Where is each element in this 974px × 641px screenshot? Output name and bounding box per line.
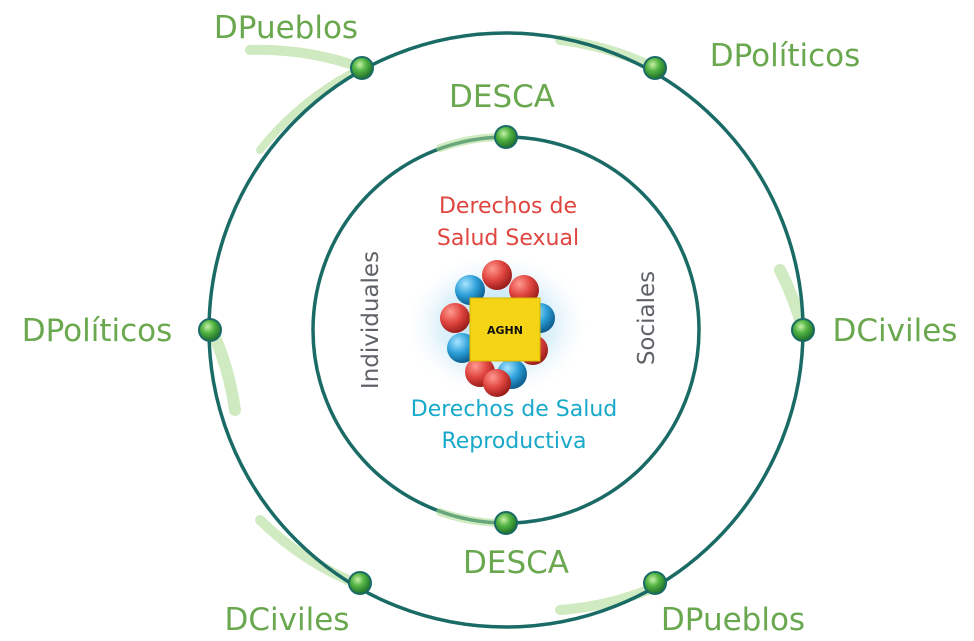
node-outer-bottom-right [643, 571, 667, 595]
label-outer-left: DPolíticos [22, 313, 173, 349]
label-individuales: Individuales [358, 251, 384, 389]
label-inner-bottom: DESCA [463, 545, 569, 581]
node-outer-bottom-left [348, 571, 372, 595]
label-outer-right: DCiviles [833, 313, 958, 349]
label-outer-top-left: DPueblos [214, 10, 358, 46]
label-sociales: Sociales [634, 271, 660, 365]
node-outer-top-left [350, 56, 374, 80]
node-outer-left [198, 318, 222, 342]
label-sexual-line1: Derechos de [439, 194, 577, 219]
aghn-badge: AGHN [469, 297, 541, 362]
badge-label: AGHN [487, 324, 523, 337]
node-inner-top [494, 125, 518, 149]
label-repro-line1: Derechos de Salud [411, 397, 618, 422]
node-inner-bottom [494, 511, 518, 535]
label-outer-top-right: DPolíticos [710, 38, 861, 74]
label-repro-line2: Reproductiva [441, 429, 586, 454]
label-outer-bottom-right: DPueblos [661, 602, 805, 638]
label-inner-top: DESCA [449, 79, 555, 115]
node-outer-right [791, 318, 815, 342]
label-sexual-line2: Salud Sexual [437, 226, 579, 251]
node-outer-top-right [643, 56, 667, 80]
label-outer-bottom-left: DCiviles [225, 602, 350, 638]
